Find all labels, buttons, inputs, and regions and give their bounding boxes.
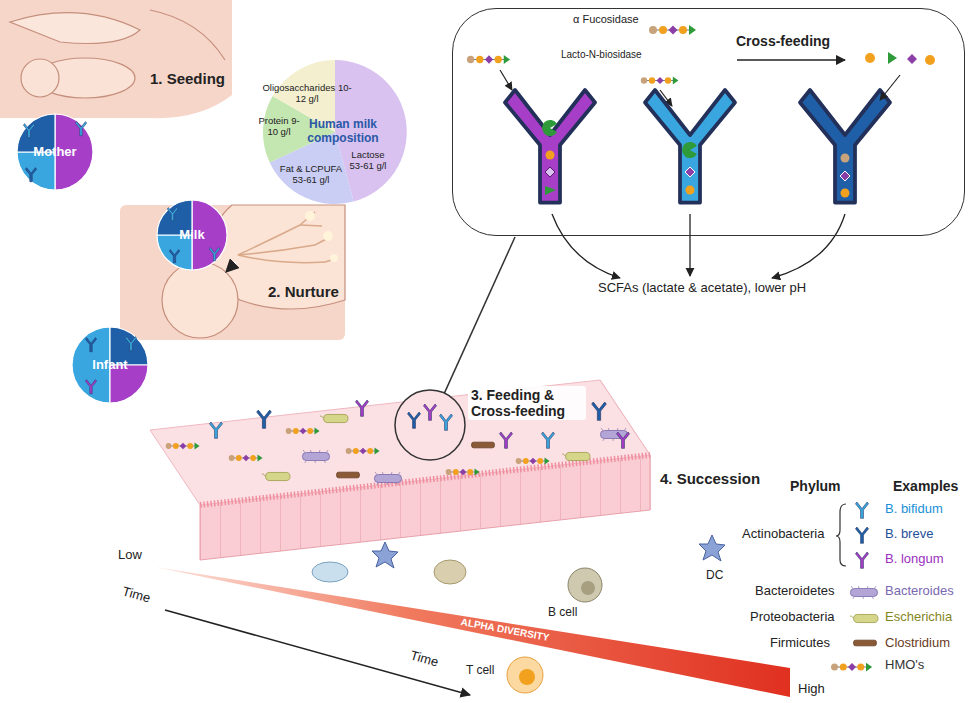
pie-label: Infant [77, 358, 143, 373]
axis-label: Time [408, 648, 439, 670]
legend-text: B. breve [885, 527, 933, 542]
pie-chart: Infant [72, 327, 148, 403]
legend-text: Escherichia [885, 610, 952, 625]
cell-label: T cell [466, 664, 494, 678]
enzyme-label: Lacto-N-biosidase [561, 49, 642, 61]
legend-heading: Phylum [790, 478, 841, 494]
pie-label: Milk [162, 228, 222, 243]
pie-label: Mother [22, 145, 88, 160]
step-title: 3. Feeding & Cross-feeding [468, 386, 586, 420]
phylum-label: Proteobacteria [750, 610, 835, 625]
legend-heading: Examples [893, 478, 958, 494]
slice-label: Lactose 53-61 g/l [345, 150, 391, 172]
axis-label: Low [118, 548, 142, 563]
pie-label: Human milk composition [306, 118, 380, 146]
legend-text: Clostridium [885, 636, 950, 651]
slice-label: Protein 9-10 g/l [256, 116, 302, 138]
legend-text: Bacteroides [885, 584, 954, 599]
legend-text: B. longum [885, 552, 944, 567]
legend-text: HMO's [885, 658, 924, 673]
inset-panel: α FucosidaseLacto-N-biosidase Cross-feedi… [452, 8, 965, 236]
legend-text: B. bifidum [885, 502, 943, 517]
slice-label: Oligosaccharides 10-12 g/l [262, 83, 352, 105]
pie-chart: Milk [157, 200, 227, 270]
step-title: 2. Nurture [268, 283, 339, 300]
slice-label: Fat & LCPUFA 53-61 g/l [277, 164, 345, 186]
phylum-label: Bacteroidetes [755, 584, 835, 599]
phylum-label: Actinobacteria [742, 527, 824, 542]
cell-label: B cell [548, 606, 577, 620]
axis-label: High [798, 682, 825, 697]
outcome-label: SCFAs (lactate & acetate), lower pH [598, 281, 806, 296]
enzyme-label: Cross-feeding [736, 33, 830, 49]
axis-label: Time [120, 584, 151, 606]
pie-chart: Mother [17, 114, 93, 190]
step-title: 1. Seeding [150, 70, 225, 87]
step-title: 4. Succession [660, 470, 760, 487]
phylum-label: Firmicutes [770, 636, 830, 651]
enzyme-label: α Fucosidase [573, 13, 639, 26]
cell-label: DC [706, 569, 723, 583]
